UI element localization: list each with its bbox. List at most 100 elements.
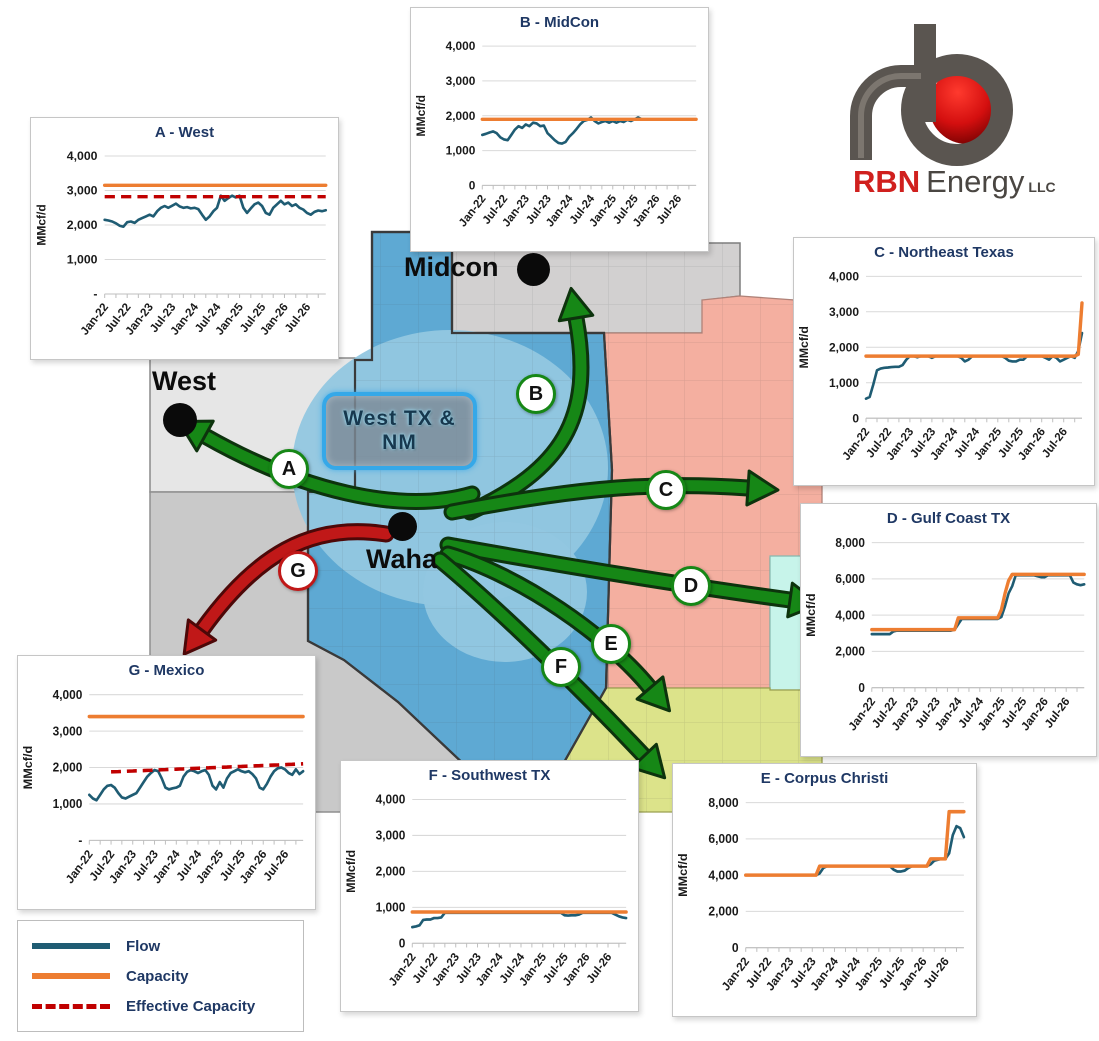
arrow-badge-e: E [591, 624, 631, 664]
arrow-letter-f: F [554, 655, 568, 678]
chart-canvas-a: -1,0002,0003,0004,000Jan-22Jul-22Jan-23J… [34, 149, 328, 338]
arrow-letter-g: G [290, 559, 306, 582]
legend-label-effective-capacity: Effective Capacity [126, 997, 256, 1015]
flow-arrow-c [446, 479, 754, 518]
chart-canvas-d: 02,0004,0006,0008,000Jan-22Jul-22Jan-23J… [804, 535, 1086, 733]
svg-text:6,000: 6,000 [835, 572, 865, 586]
chart-title-c: C - Northeast Texas [874, 244, 1014, 261]
svg-text:3,000: 3,000 [67, 184, 98, 198]
svg-text:0: 0 [399, 936, 406, 950]
flow-arrow-a [199, 430, 478, 507]
svg-text:0: 0 [852, 411, 859, 425]
svg-text:MMcf/d: MMcf/d [34, 204, 48, 245]
west-tx-nm-line1: West TX & [343, 407, 456, 430]
west-tx-nm-box: West TX & NM [322, 392, 477, 470]
legend: Flow Capacity Effective Capacity [17, 920, 304, 1032]
svg-text:8,000: 8,000 [708, 796, 738, 810]
svg-text:Jan-22: Jan-22 [78, 301, 111, 338]
chart-title-b: B - MidCon [519, 14, 600, 31]
arrow-badge-g: G [278, 551, 318, 591]
svg-text:Jul-26: Jul-26 [282, 301, 314, 335]
svg-text:4,000: 4,000 [67, 149, 98, 163]
logo-pipe-loop [901, 54, 1013, 166]
svg-text:Jan-22: Jan-22 [386, 950, 418, 988]
svg-text:1,000: 1,000 [53, 797, 83, 811]
west-label: West [152, 366, 217, 396]
flow-arrows [177, 286, 822, 780]
waha-label: Waha [366, 544, 438, 574]
legend-item-effective-capacity: Effective Capacity [32, 991, 289, 1021]
flow-arrow-e [442, 548, 656, 694]
svg-text:1,000: 1,000 [829, 376, 859, 390]
arrow-letter-a: A [281, 457, 297, 480]
series-D-flow [870, 573, 1086, 636]
svg-text:MMcf/d: MMcf/d [414, 95, 428, 137]
svg-text:2,000: 2,000 [708, 904, 738, 918]
svg-text:1,000: 1,000 [67, 253, 98, 267]
svg-text:2,000: 2,000 [53, 760, 83, 774]
legend-label-capacity: Capacity [126, 967, 189, 985]
series-G-effective-capacity [111, 762, 304, 774]
svg-text:3,000: 3,000 [376, 828, 406, 842]
chart-title-f: F - Southwest TX [428, 767, 551, 784]
svg-text:MMcf/d: MMcf/d [804, 593, 818, 636]
svg-text:6,000: 6,000 [708, 832, 738, 846]
svg-text:-: - [78, 833, 82, 847]
svg-text:Jan-22: Jan-22 [719, 954, 753, 993]
svg-text:4,000: 4,000 [829, 269, 859, 283]
legend-item-capacity: Capacity [32, 961, 289, 991]
west-dot [163, 403, 197, 437]
flow-arrow-f-head [630, 742, 667, 780]
svg-text:2,000: 2,000 [376, 864, 406, 878]
chart-canvas-g: -1,0002,0003,0004,000Jan-22Jul-22Jan-23J… [21, 688, 305, 886]
chart-canvas-e: 02,0004,0006,0008,000Jan-22Jul-22Jan-23J… [676, 796, 966, 993]
arrow-badge-a: A [269, 449, 309, 489]
waha-dot [388, 512, 417, 541]
series-G-flow [87, 766, 305, 802]
effective-capacity-line-swatch [32, 1003, 110, 1009]
svg-text:MMcf/d: MMcf/d [344, 850, 358, 893]
legend-item-flow: Flow [32, 931, 289, 961]
flow-arrow-d [442, 539, 796, 606]
svg-text:0: 0 [732, 941, 739, 955]
flow-arrow-c-head [745, 469, 780, 507]
arrow-letter-c: C [658, 478, 674, 501]
svg-text:8,000: 8,000 [835, 535, 865, 549]
capacity-line-swatch [32, 973, 110, 979]
chart-canvas-b: 01,0002,0003,0004,000Jan-22Jul-22Jan-23J… [414, 39, 698, 229]
series-D-capacity [870, 572, 1086, 632]
svg-text:2,000: 2,000 [446, 109, 476, 123]
svg-text:1,000: 1,000 [376, 900, 406, 914]
svg-text:4,000: 4,000 [376, 792, 406, 806]
chart-canvas-c: 01,0002,0003,0004,000Jan-22Jul-22Jan-23J… [797, 269, 1084, 463]
svg-text:Jan-22: Jan-22 [63, 847, 95, 886]
flow-arrow-b-head [557, 286, 595, 323]
chart-title-d: D - Gulf Coast TX [886, 510, 1011, 527]
flow-arrow-e-head [635, 675, 672, 713]
logo-energy-text: Energy [926, 164, 1025, 199]
arrow-letter-d: D [683, 574, 699, 597]
svg-text:MMcf/d: MMcf/d [21, 746, 35, 790]
chart-title-g: G - Mexico [128, 662, 205, 679]
flow-line-swatch [32, 943, 110, 949]
series-B-flow [480, 116, 698, 145]
logo-rbn-text: RBN [853, 164, 920, 199]
svg-text:0: 0 [858, 681, 865, 695]
midcon-label: Midcon [404, 252, 499, 282]
svg-text:MMcf/d: MMcf/d [676, 853, 690, 896]
flow-arrow-f [434, 554, 650, 762]
svg-text:-: - [93, 287, 97, 301]
svg-text:Jan-22: Jan-22 [840, 425, 873, 463]
svg-text:4,000: 4,000 [53, 688, 83, 702]
series-C-flow [864, 331, 1084, 400]
logo-llc-text: LLC [1028, 179, 1055, 195]
series-E-capacity [744, 809, 966, 877]
flow-arrow-g [196, 526, 392, 636]
svg-text:2,000: 2,000 [67, 218, 98, 232]
